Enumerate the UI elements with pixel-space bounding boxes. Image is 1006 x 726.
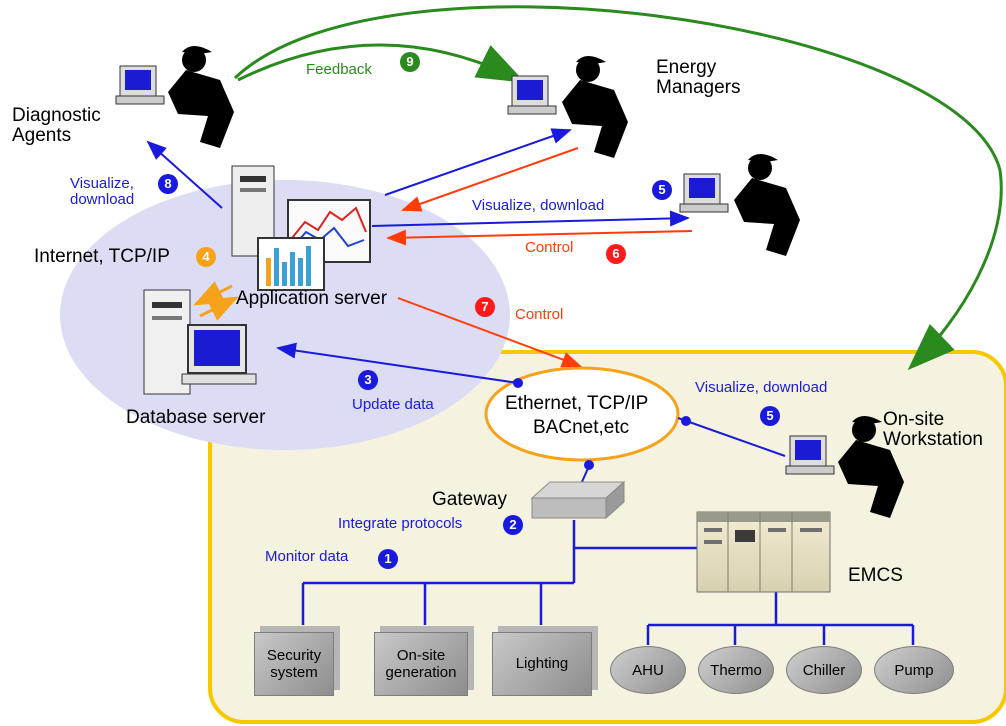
step-badge-9: 9 [400,52,420,72]
label-energy-managers: Energy Managers [656,57,741,98]
equipment-chiller: Chiller [786,646,862,694]
step-badge-2: 2 [503,515,523,535]
application-server-device [231,165,371,291]
person-diagnostic-agents [115,46,234,148]
label-visualize-download-site: Visualize, download [695,379,828,396]
label-internet: Internet, TCP/IP [34,246,170,267]
arrow-to-energy-managers [384,128,572,196]
label-visualize-download-mid: Visualize, download [472,197,605,214]
feedback-arrow [237,43,526,83]
arrow-control-to-ethernet [397,297,582,368]
label-monitor-data: Monitor data [265,548,349,565]
gateway-device [530,480,626,520]
label-application-server: Application server [236,288,388,309]
label-database-server: Database server [126,407,266,428]
step-badge-8: 8 [158,174,178,194]
label-control-mid: Control [525,239,574,256]
equipment-thermo: Thermo [698,646,774,694]
subsystem-security: Security system [254,632,334,696]
label-control-low: Control [515,306,564,323]
label-diagnostic-agents: Diagnostic Agents [12,105,101,146]
subsystem-generation: On-site generation [374,632,468,696]
step-badge-4: 4 [196,247,216,267]
emcs-controller [696,511,831,593]
label-ethernet-line2: BACnet,etc [533,417,630,438]
label-gateway: Gateway [432,489,507,510]
arrow-visualize-agents [146,140,223,209]
equipment-pump: Pump [874,646,954,694]
field-network [301,520,915,645]
label-visualize-download-left: Visualize, download [70,175,135,208]
step-badge-3: 3 [358,370,378,390]
feedback-long-arrow [233,5,1003,371]
person-remote-user [679,154,800,256]
ethernet-ellipse [484,366,680,462]
link-workstation [677,417,786,457]
person-onsite-workstation [785,416,904,518]
step-badge-5b: 5 [760,406,780,426]
equipment-ahu: AHU [610,646,686,694]
label-update-data: Update data [352,396,434,413]
label-ethernet-line1: Ethernet, TCP/IP [505,393,649,414]
arrow-visualize-download [371,210,690,227]
step-badge-7: 7 [475,297,495,317]
database-server-device [143,289,257,395]
step-badge-6: 6 [606,244,626,264]
label-integrate-protocols: Integrate protocols [338,515,463,532]
step-badge-5a: 5 [652,180,672,200]
arrow-control [386,229,693,246]
person-energy-managers [507,56,628,158]
label-onsite-workstation: On-site Workstation [883,409,983,450]
arrow-update-data [276,342,519,384]
label-emcs: EMCS [848,565,903,586]
arrow-control-from-managers [401,147,579,212]
step-badge-1: 1 [378,549,398,569]
subsystem-lighting: Lighting [492,632,592,696]
label-feedback: Feedback [306,61,372,78]
